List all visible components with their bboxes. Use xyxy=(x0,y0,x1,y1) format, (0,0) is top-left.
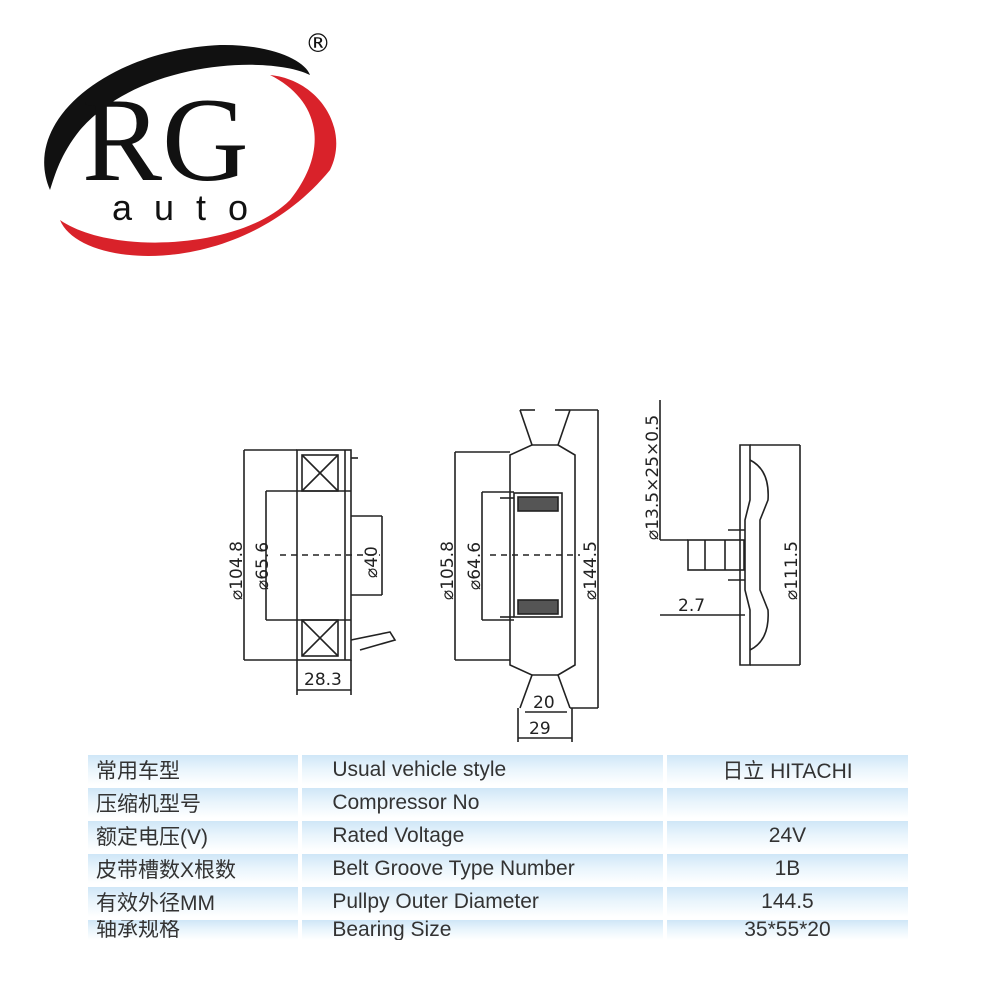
dim-hub-gap: 2.7 xyxy=(678,596,705,616)
spec-value: 24V xyxy=(662,821,908,851)
dim-hub-spline: ⌀13.5×25×0.5 xyxy=(643,415,663,540)
technical-drawings: ⌀104.8 ⌀65.6 ⌀40 28.3 ⌀105.8 ⌀64.6 ⌀144.… xyxy=(227,400,802,742)
bearing-drawing xyxy=(243,449,397,695)
dim-pulley-outer-dia: ⌀144.5 xyxy=(581,541,601,600)
spec-value: 35*55*20 xyxy=(662,920,908,940)
spec-row-belt-groove: 皮带槽数X根数 Belt Groove Type Number 1B xyxy=(88,854,908,884)
spec-label-cn: 压缩机型号 xyxy=(88,788,299,818)
dim-pulley-inner-width: 20 xyxy=(533,693,555,713)
dim-pulley-dia-1: ⌀105.8 xyxy=(438,541,458,600)
spec-row-compressor: 压缩机型号 Compressor No xyxy=(88,788,908,818)
logo-registered-mark: ® xyxy=(305,29,331,59)
dim-pulley-total-width: 29 xyxy=(529,719,551,739)
hub-outline xyxy=(739,444,751,666)
logo-initials: RG xyxy=(82,73,249,206)
dim-bearing-width: 28.3 xyxy=(304,670,342,690)
spec-value: 日立 HITACHI xyxy=(662,755,908,785)
pulley-outline xyxy=(509,409,576,709)
spec-table: 常用车型 Usual vehicle style 日立 HITACHI 压缩机型… xyxy=(88,752,908,943)
spec-label-cn: 有效外径MM xyxy=(88,887,299,917)
spec-label-cn: 常用车型 xyxy=(88,755,299,785)
spec-label-en: Bearing Size xyxy=(298,920,663,940)
dim-bearing-inner-dia: ⌀65.6 xyxy=(253,542,273,590)
spec-row-voltage: 额定电压(V) Rated Voltage 24V xyxy=(88,821,908,851)
spec-value xyxy=(662,788,908,818)
spec-value: 1B xyxy=(662,854,908,884)
spec-label-cn: 轴承规格 xyxy=(88,920,299,940)
spec-label-en: Pullpy Outer Diameter xyxy=(298,887,663,917)
dim-hub-flange-dia: ⌀111.5 xyxy=(782,541,802,600)
spec-label-en: Usual vehicle style xyxy=(298,755,663,785)
spec-label-en: Compressor No xyxy=(298,788,663,818)
spec-label-cn: 额定电压(V) xyxy=(88,821,299,851)
rg-auto-logo: RG auto ® xyxy=(44,29,337,256)
logo-red-swoosh xyxy=(60,75,337,256)
spec-value: 144.5 xyxy=(662,887,908,917)
spec-row-vehicle: 常用车型 Usual vehicle style 日立 HITACHI xyxy=(88,755,908,785)
spec-row-bearing-size: 轴承规格 Bearing Size 35*55*20 xyxy=(88,920,908,940)
logo-black-swoosh xyxy=(44,44,310,190)
pulley-drawing xyxy=(454,409,599,742)
dim-pulley-dia-2: ⌀64.6 xyxy=(465,542,485,590)
spec-label-cn: 皮带槽数X根数 xyxy=(88,854,299,884)
hub-drawing xyxy=(659,400,801,666)
spec-label-en: Rated Voltage xyxy=(298,821,663,851)
dim-bearing-bore-dia: ⌀40 xyxy=(362,546,382,578)
logo-word: auto xyxy=(112,187,270,228)
spec-label-en: Belt Groove Type Number xyxy=(298,854,663,884)
dim-bearing-outer-dia: ⌀104.8 xyxy=(227,541,247,600)
spec-row-outer-diameter: 有效外径MM Pullpy Outer Diameter 144.5 xyxy=(88,887,908,917)
